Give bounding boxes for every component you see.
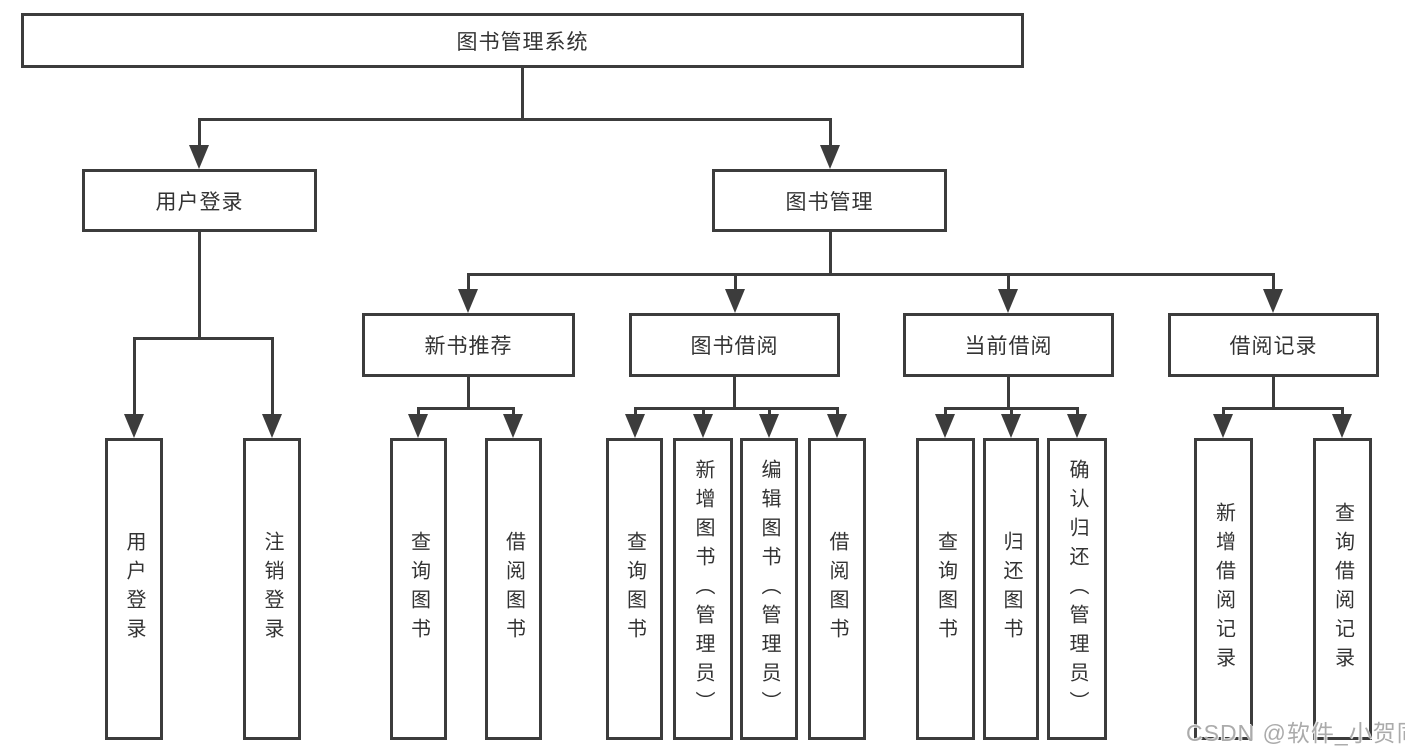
edge-line (634, 407, 839, 410)
leaf-add-books-admin: 新增图书（管理员） (673, 438, 733, 740)
arrowhead-icon (262, 414, 282, 438)
node-label: 借阅记录 (1229, 335, 1318, 358)
node-label: 编辑图书（管理员） (758, 458, 780, 720)
edge-line (417, 407, 420, 417)
arrowhead-icon (998, 289, 1018, 313)
edge-line (836, 407, 839, 417)
edge-line (1007, 377, 1010, 410)
leaf-query-books-recommend: 查询图书 (390, 438, 447, 740)
node-label: 借阅图书 (502, 531, 525, 647)
node-label: 图书借阅 (690, 335, 779, 358)
arrowhead-icon (820, 145, 840, 169)
leaf-borrow-books-recommend: 借阅图书 (485, 438, 542, 740)
edge-line (417, 407, 515, 410)
edge-line (1007, 273, 1010, 292)
node-label: 借阅图书 (826, 531, 848, 647)
leaf-user-login: 用户登录 (105, 438, 163, 740)
edge-line (467, 273, 470, 292)
edge-line (512, 407, 515, 417)
node-current-borrowing: 当前借阅 (903, 313, 1114, 377)
node-label: 用户登录 (123, 531, 145, 647)
node-label: 注销登录 (261, 531, 283, 647)
arrowhead-icon (935, 414, 955, 438)
edge-line (634, 407, 637, 417)
edge-line (198, 232, 201, 340)
arrowhead-icon (759, 414, 779, 438)
arrowhead-icon (1001, 414, 1021, 438)
edge-line (944, 407, 947, 417)
node-label: 查询借阅记录 (1331, 502, 1354, 676)
node-borrowing-records: 借阅记录 (1168, 313, 1379, 377)
edge-line (133, 337, 273, 340)
node-label: 图书管理系统 (456, 30, 589, 54)
edge-line (733, 377, 736, 410)
arrowhead-icon (1332, 414, 1352, 438)
edge-line (829, 232, 832, 276)
leaf-borrow-books-borrowing: 借阅图书 (808, 438, 866, 740)
edge-line (734, 273, 737, 292)
arrowhead-icon (827, 414, 847, 438)
node-label: 新增借阅记录 (1212, 502, 1235, 676)
leaf-query-borrow-record: 查询借阅记录 (1313, 438, 1372, 740)
edge-line (702, 407, 705, 417)
arrowhead-icon (503, 414, 523, 438)
edge-line (467, 377, 470, 410)
edge-line (467, 273, 1275, 276)
arrowhead-icon (693, 414, 713, 438)
leaf-logout: 注销登录 (243, 438, 301, 740)
edge-line (829, 118, 832, 148)
node-label: 新书推荐 (424, 335, 513, 358)
node-label: 图书管理 (785, 190, 874, 214)
leaf-query-books-current: 查询图书 (916, 438, 975, 740)
leaf-edit-books-admin: 编辑图书（管理员） (740, 438, 798, 740)
node-user-login: 用户登录 (82, 169, 317, 232)
edge-line (1222, 407, 1225, 417)
node-label: 确认归还（管理员） (1066, 458, 1088, 720)
leaf-return-books: 归还图书 (983, 438, 1039, 740)
csdn-watermark: CSDN @软件_小贺同学 (1186, 720, 1405, 746)
edge-line (1272, 377, 1275, 410)
node-book-management: 图书管理 (712, 169, 947, 232)
edge-line (271, 337, 274, 417)
node-library-management-system: 图书管理系统 (21, 13, 1024, 68)
edge-line (1341, 407, 1344, 417)
arrowhead-icon (1067, 414, 1087, 438)
edge-line (133, 337, 136, 417)
node-book-borrowing: 图书借阅 (629, 313, 840, 377)
edge-line (1010, 407, 1013, 417)
arrowhead-icon (1213, 414, 1233, 438)
leaf-add-borrow-record: 新增借阅记录 (1194, 438, 1253, 740)
edge-line (768, 407, 771, 417)
edge-line (521, 68, 524, 121)
arrowhead-icon (458, 289, 478, 313)
edge-line (1076, 407, 1079, 417)
arrowhead-icon (189, 145, 209, 169)
leaf-confirm-return-admin: 确认归还（管理员） (1047, 438, 1107, 740)
edge-line (1222, 407, 1344, 410)
arrowhead-icon (725, 289, 745, 313)
arrowhead-icon (408, 414, 428, 438)
node-label: 查询图书 (623, 531, 646, 647)
node-label: 新增图书（管理员） (692, 458, 714, 720)
node-label: 归还图书 (1000, 531, 1022, 647)
node-label: 用户登录 (155, 190, 244, 214)
arrowhead-icon (625, 414, 645, 438)
arrowhead-icon (1263, 289, 1283, 313)
edge-line (198, 118, 201, 148)
node-new-book-recommendation: 新书推荐 (362, 313, 575, 377)
arrowhead-icon (124, 414, 144, 438)
node-label: 查询图书 (407, 531, 430, 647)
node-label: 当前借阅 (964, 335, 1053, 358)
leaf-query-books-borrowing: 查询图书 (606, 438, 663, 740)
edge-line (1272, 273, 1275, 292)
edge-line (198, 118, 832, 121)
node-label: 查询图书 (934, 531, 957, 647)
